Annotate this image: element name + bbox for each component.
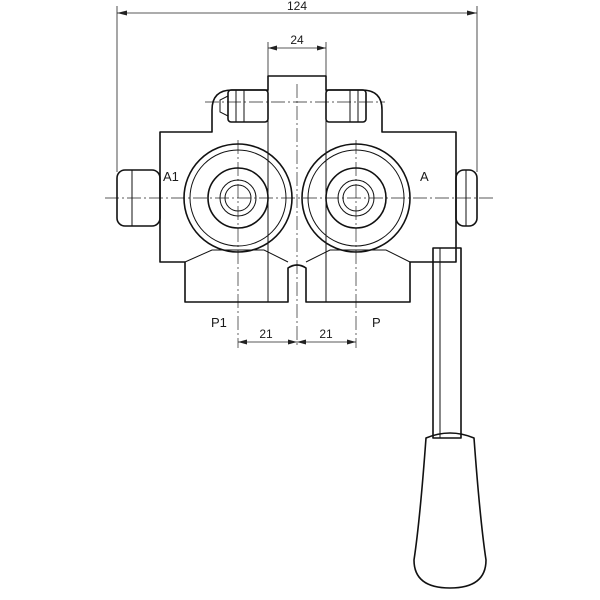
handle-grip: [413, 432, 487, 589]
center-lines: [105, 84, 495, 348]
dimension-left-offset-label: 21: [259, 327, 273, 341]
top-plugs: [219, 89, 367, 123]
port-label-a: A: [420, 169, 429, 184]
right-port: [301, 143, 411, 253]
right-fitting: [455, 169, 478, 227]
port-label-p: P: [372, 315, 381, 330]
dimension-port-offsets: 21 21: [238, 327, 356, 345]
port-label-a1: A1: [163, 169, 179, 184]
port-label-p1: P1: [211, 315, 227, 330]
dimension-right-offset-label: 21: [319, 327, 333, 341]
left-fitting: [116, 169, 161, 227]
dimension-overall-width: 124: [116, 0, 478, 172]
dimension-overall-width-label: 124: [287, 0, 307, 13]
valve-body: [159, 75, 457, 303]
dimension-spool-width-label: 24: [290, 33, 304, 47]
left-port: [183, 143, 293, 253]
handle-lever: [413, 247, 487, 589]
port-bosses: [184, 249, 411, 263]
dimension-spool-width: 24: [267, 33, 327, 78]
